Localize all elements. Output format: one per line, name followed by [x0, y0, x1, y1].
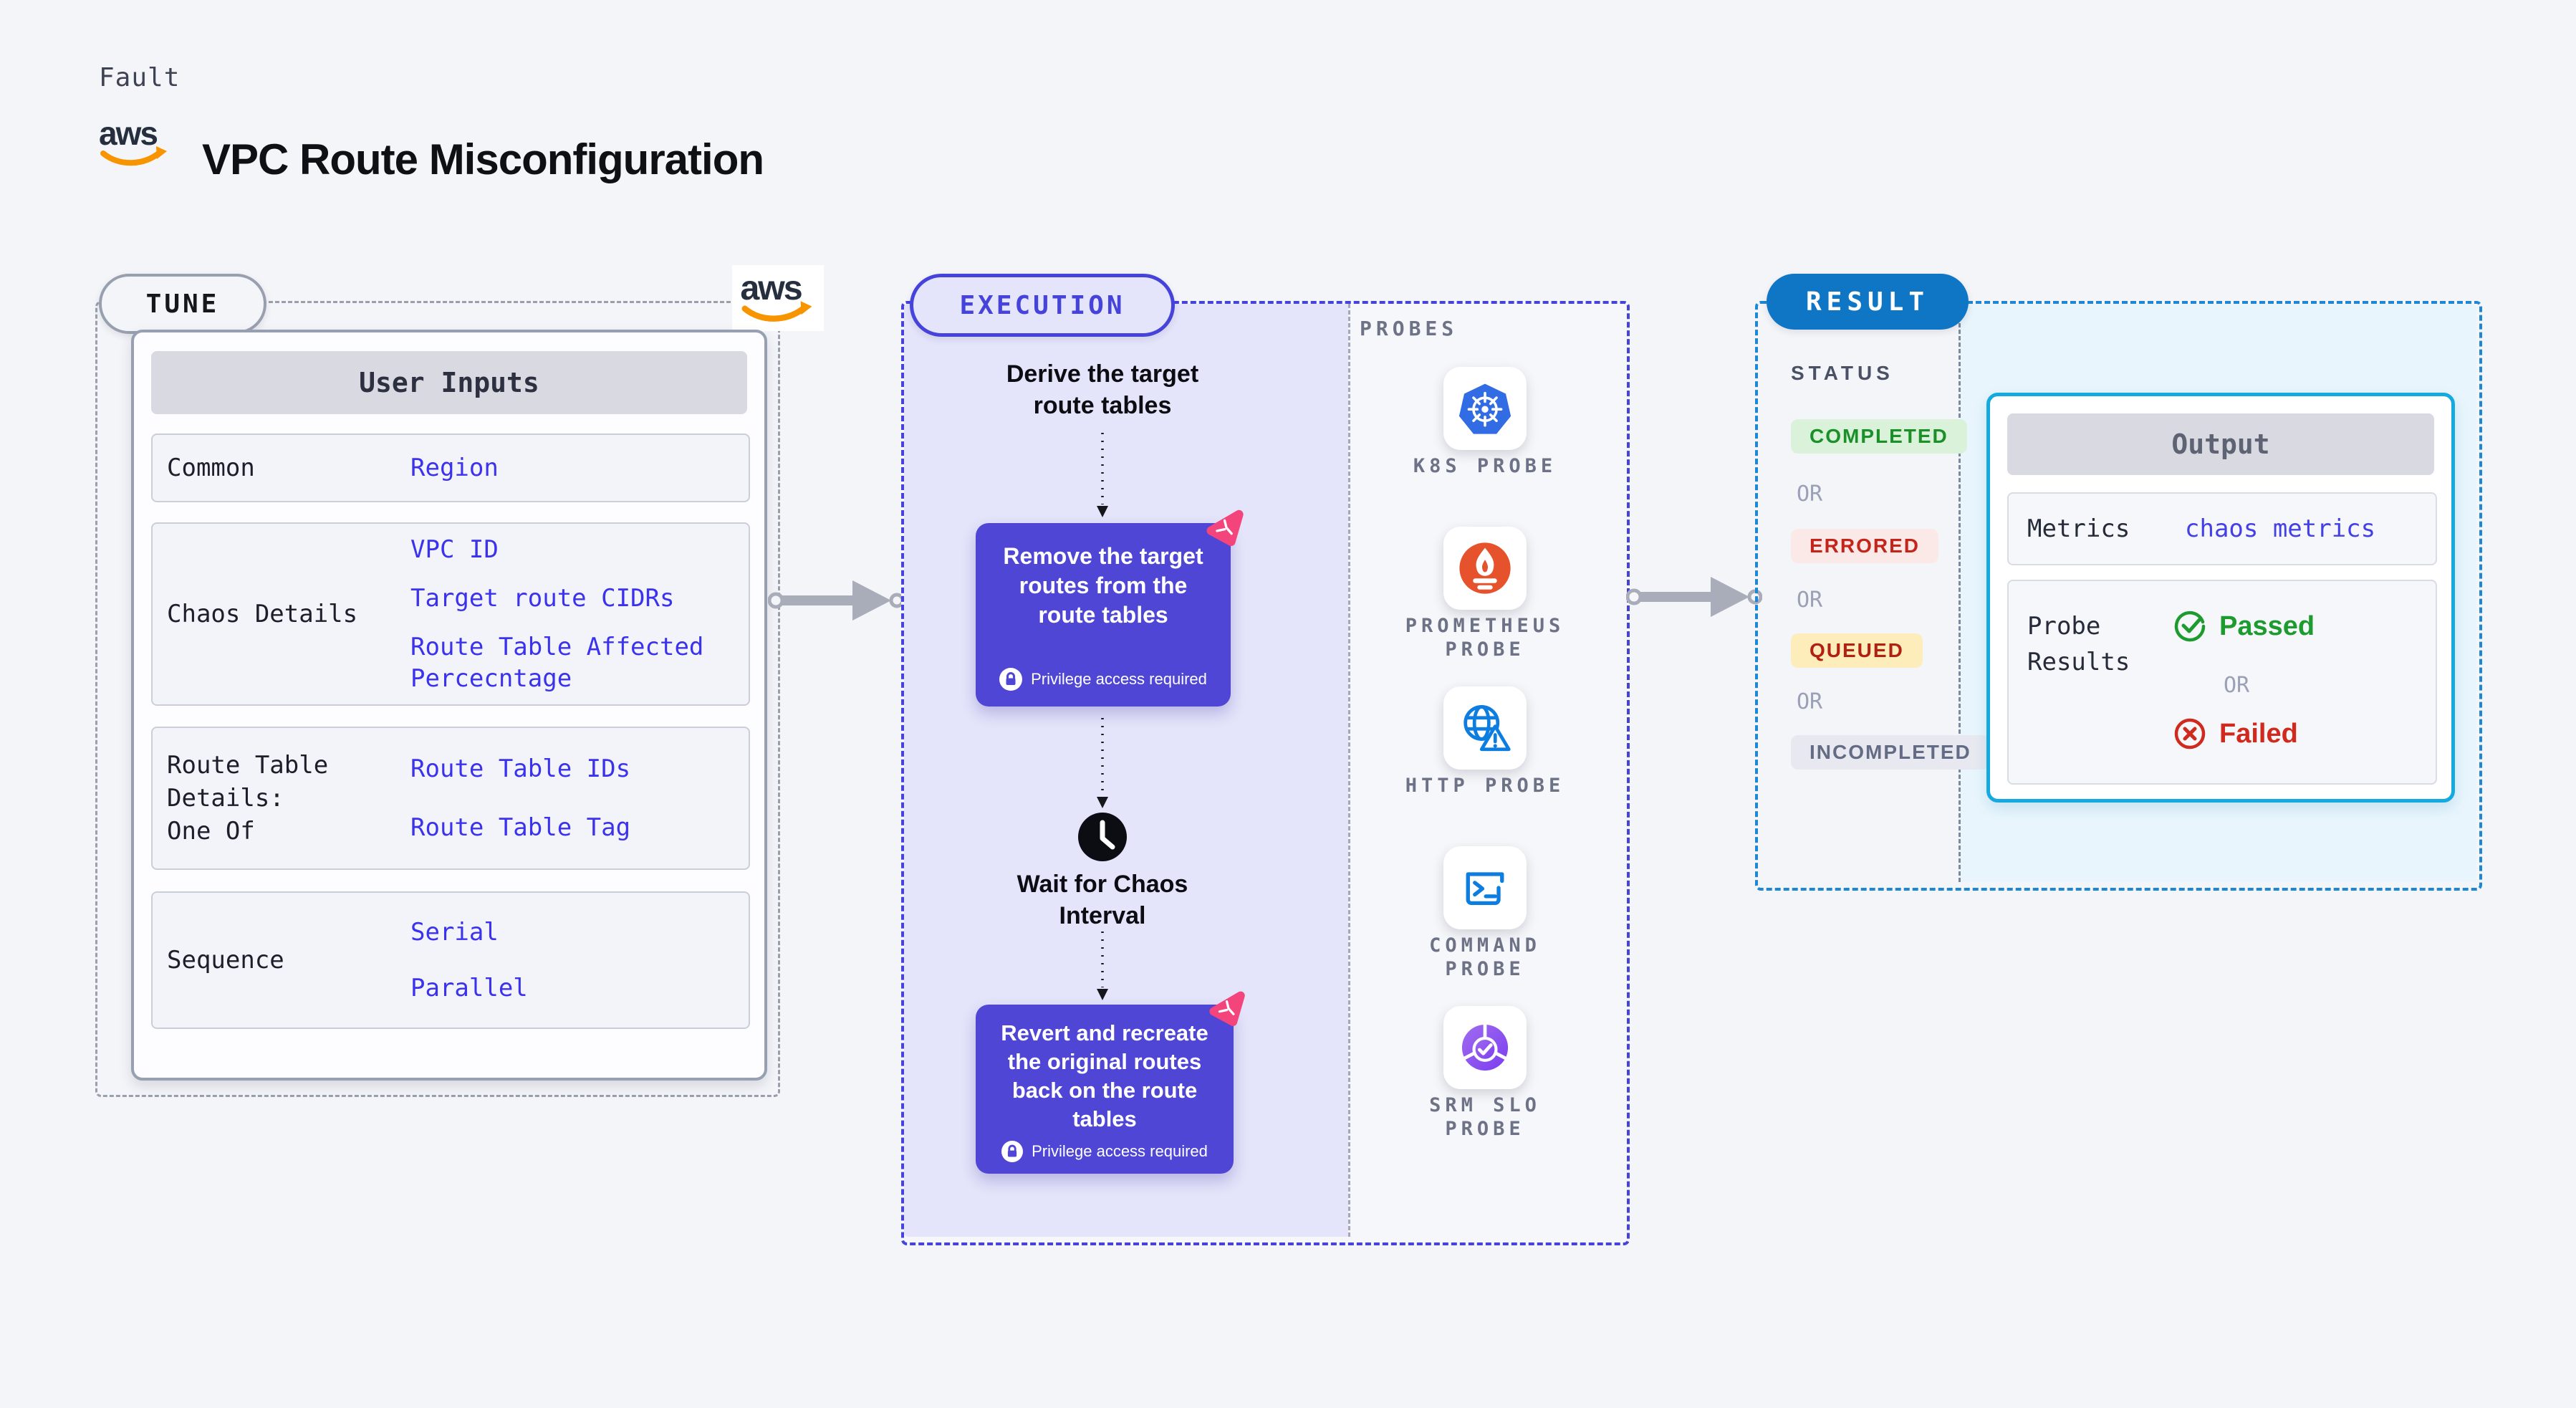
output-card: Output Metrics chaos metrics Probe Resul…	[1986, 393, 2455, 803]
privilege-note-text: Privilege access required	[1032, 1142, 1208, 1160]
k8s-probe-label: K8S PROBE	[1413, 455, 1557, 477]
user-inputs-header: User Inputs	[151, 351, 747, 414]
flow-connector-arrow	[1092, 431, 1112, 522]
or-separator: OR	[1797, 482, 1823, 507]
passed-result: Passed	[2173, 610, 2315, 643]
tune-to-execution-arrow	[767, 578, 905, 627]
row-value: Parallel	[410, 974, 528, 1002]
result-tag: RESULT	[1767, 274, 1969, 330]
k8s-probe-card	[1443, 367, 1527, 450]
row-label: Common	[167, 454, 255, 482]
tune-tag: TUNE	[99, 274, 266, 334]
execution-tag: EXECUTION	[910, 274, 1175, 337]
execution-to-result-arrow	[1625, 574, 1763, 623]
prometheus-probe-card	[1443, 527, 1527, 610]
privilege-note: Privilege access required	[1001, 1141, 1208, 1162]
execution-tag-label: EXECUTION	[959, 290, 1125, 320]
revert-routes-step: Revert and recreate the original routes …	[976, 1005, 1234, 1174]
user-inputs-title: User Inputs	[359, 367, 539, 398]
fault-eyebrow: Fault	[99, 63, 181, 92]
remove-routes-label: Remove the target routes from the route …	[1003, 543, 1203, 628]
srm-slo-probe-label: SRM SLO PROBE	[1429, 1094, 1541, 1140]
prometheus-probe-label: PROMETHEUS PROBE	[1405, 615, 1565, 661]
command-probe-icon	[1458, 861, 1512, 915]
failed-result: Failed	[2173, 717, 2298, 750]
check-circle-icon	[2173, 610, 2206, 643]
result-divider	[1959, 304, 1961, 882]
row-value: Serial	[410, 918, 499, 947]
probes-heading: PROBES	[1360, 317, 1458, 340]
tune-section-frame	[95, 301, 780, 1097]
status-badge-completed: COMPLETED	[1791, 419, 1967, 454]
row-label: Sequence	[167, 946, 284, 974]
row-value: Region	[410, 454, 499, 482]
row-label: Chaos Details	[167, 600, 358, 628]
aws-logo-text: aws	[99, 116, 157, 152]
clock-icon	[1077, 812, 1128, 866]
failed-label: Failed	[2219, 718, 2298, 749]
probe-results-row: Probe Results Passed OR	[2007, 580, 2437, 785]
aws-logo: aws	[97, 115, 172, 171]
x-circle-icon	[2173, 717, 2206, 750]
output-title: Output	[2171, 428, 2270, 460]
chaos-fault-icon	[1202, 503, 1248, 552]
metrics-value: chaos metrics	[2185, 514, 2376, 543]
command-probe-card	[1443, 846, 1527, 929]
http-probe-label: HTTP PROBE	[1405, 775, 1565, 797]
row-value: Route Table Affected Percecntage	[410, 633, 704, 693]
chaos-fault-icon	[1205, 985, 1249, 1033]
row-value: Target route CIDRs	[410, 584, 675, 613]
tune-tag-label: TUNE	[145, 289, 220, 319]
row-value: VPC ID	[410, 535, 499, 564]
prometheus-probe-icon	[1458, 541, 1512, 595]
row-label: Route Table Details: One Of	[167, 751, 329, 846]
table-row: Sequence Serial Parallel	[151, 891, 750, 1029]
or-separator: OR	[1797, 689, 1823, 714]
svg-text:aws: aws	[740, 269, 801, 307]
row-value: Route Table Tag	[410, 813, 631, 842]
execution-probes-divider	[1348, 304, 1350, 1237]
metrics-label: Metrics	[2027, 514, 2130, 543]
privilege-note-text: Privilege access required	[1031, 670, 1207, 688]
flow-connector-arrow	[1092, 930, 1112, 1005]
passed-label: Passed	[2219, 610, 2315, 641]
status-badge-errored: ERRORED	[1791, 529, 1939, 563]
table-row: Chaos Details VPC ID Target route CIDRs …	[151, 522, 750, 706]
srm-slo-probe-card	[1443, 1006, 1527, 1089]
or-separator: OR	[2224, 673, 2250, 698]
lock-icon	[1001, 1141, 1024, 1162]
status-badge-incompleted: INCOMPLETED	[1791, 735, 1990, 770]
user-inputs-card: User Inputs Common Region Chaos Details …	[131, 330, 767, 1081]
metrics-row: Metrics chaos metrics	[2007, 492, 2437, 565]
output-header: Output	[2007, 413, 2434, 475]
page-title: VPC Route Misconfiguration	[202, 135, 764, 183]
privilege-note: Privilege access required	[999, 668, 1207, 691]
http-probe-icon	[1458, 701, 1512, 755]
row-value: Route Table IDs	[410, 755, 631, 783]
table-row: Route Table Details: One Of Route Table …	[151, 727, 750, 870]
probe-results-label: Probe Results	[2027, 612, 2130, 676]
http-probe-card	[1443, 686, 1527, 770]
revert-routes-label: Revert and recreate the original routes …	[1001, 1020, 1208, 1131]
table-row: Common Region	[151, 434, 750, 502]
status-heading: STATUS	[1791, 362, 1894, 384]
command-probe-label: COMMAND PROBE	[1429, 934, 1541, 980]
derive-step-label: Derive the target route tables	[1006, 360, 1199, 419]
remove-routes-step: Remove the target routes from the route …	[976, 523, 1231, 707]
flow-connector-arrow	[1092, 717, 1112, 813]
lock-icon	[999, 668, 1023, 691]
tune-aws-logo: aws	[732, 265, 824, 331]
srm-slo-probe-icon	[1458, 1020, 1512, 1075]
result-tag-label: RESULT	[1805, 287, 1930, 317]
k8s-probe-icon	[1458, 381, 1512, 436]
status-badge-queued: QUEUED	[1791, 633, 1923, 668]
or-separator: OR	[1797, 588, 1823, 613]
wait-step-label: Wait for Chaos Interval	[1017, 871, 1188, 929]
